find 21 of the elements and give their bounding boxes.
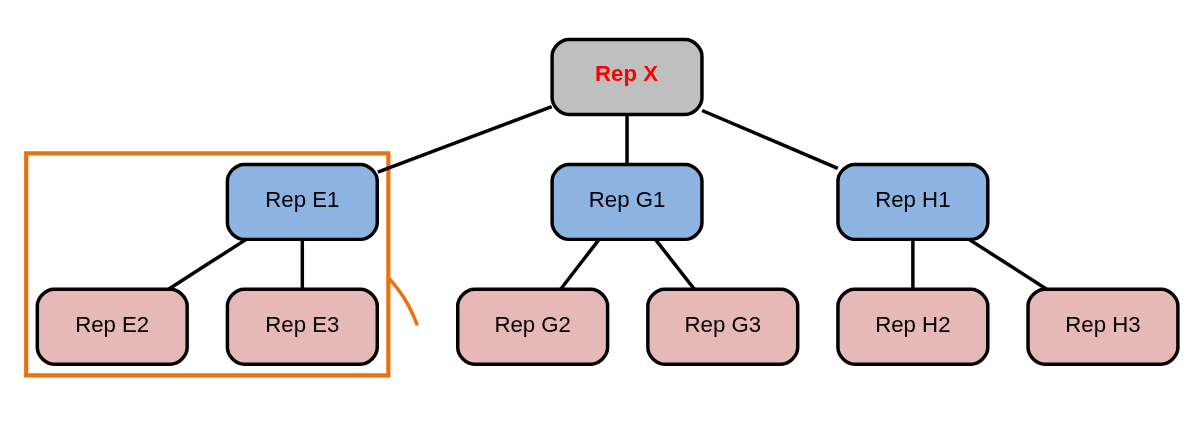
node-box: Rep E3 (225, 287, 379, 366)
node-box: Rep H3 (1026, 287, 1180, 366)
connector (625, 114, 629, 164)
node-box: Rep H1 (836, 162, 990, 241)
node-box: Rep E2 (35, 287, 189, 366)
connector (701, 108, 839, 170)
connector (377, 104, 553, 174)
connector (911, 239, 915, 289)
node-box: Rep H2 (836, 287, 990, 366)
connector (968, 237, 1048, 290)
connector (167, 237, 247, 290)
node-box: Rep G2 (456, 287, 610, 366)
node-box: Rep E1 (225, 162, 379, 241)
node-box: Rep G3 (646, 287, 800, 366)
connector (387, 276, 420, 326)
node-box: Rep X (550, 37, 704, 116)
connector (300, 239, 305, 289)
connector (654, 238, 696, 290)
node-box: Rep G1 (550, 162, 704, 241)
cluster (24, 150, 391, 377)
connector (559, 238, 601, 290)
